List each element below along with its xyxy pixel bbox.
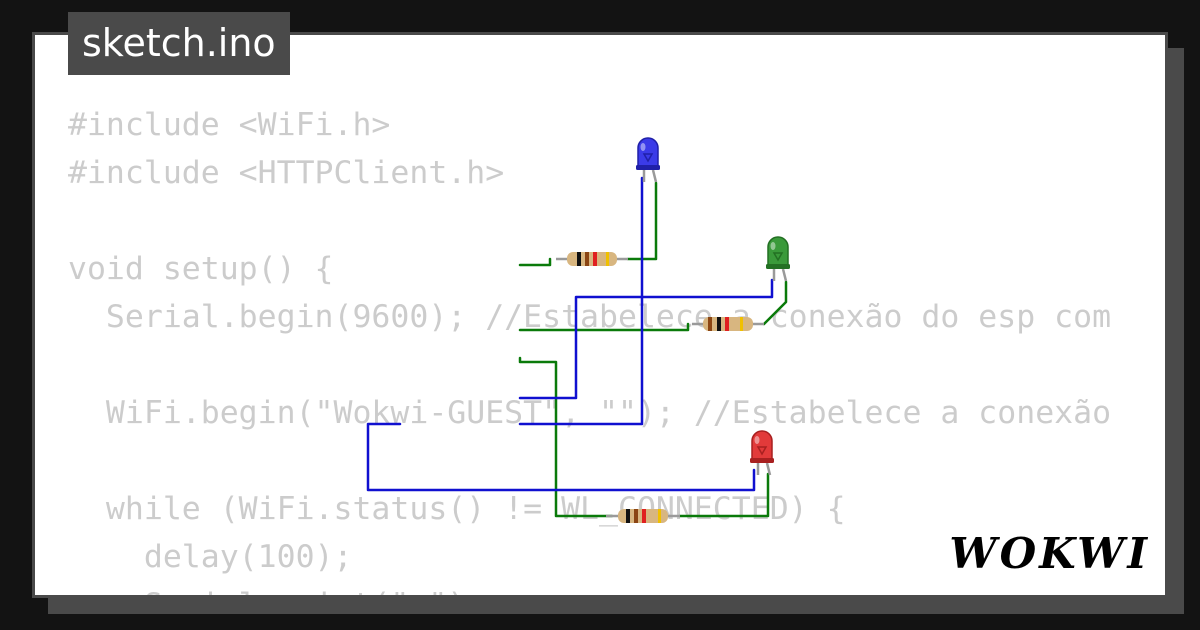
code-line: while (WiFi.status() != WL_CONNECTED) { — [68, 491, 846, 527]
code-line: #include <WiFi.h> — [68, 107, 391, 143]
code-line: #include <HTTPClient.h> — [68, 155, 505, 191]
led-blue — [636, 137, 660, 183]
resistor — [556, 252, 628, 266]
signal-wire — [518, 356, 614, 518]
led-red — [750, 430, 774, 476]
file-name-tab: sketch.ino — [68, 12, 290, 75]
code-editor: #include <WiFi.h> #include <HTTPClient.h>… — [68, 101, 1112, 595]
led-green — [766, 236, 790, 282]
ground-wire — [518, 176, 644, 426]
code-line: Serial.print("."); — [68, 581, 1111, 595]
signal-wire — [518, 257, 552, 267]
code-line: Serial.begin(9600); //Estabelece a conex… — [68, 299, 1112, 335]
code-line: void setup() { — [68, 251, 334, 287]
wokwi-logo: WOKWI — [949, 529, 1150, 578]
signal-wire — [518, 322, 690, 332]
signal-wire — [678, 472, 770, 518]
resistor — [692, 317, 764, 331]
signal-wire — [762, 280, 788, 326]
code-line: delay(100); — [68, 539, 353, 575]
ground-wire — [518, 278, 774, 400]
signal-wire — [626, 181, 658, 261]
ground-wire — [366, 422, 756, 492]
resistor — [606, 509, 680, 523]
code-card: #include <WiFi.h> #include <HTTPClient.h>… — [32, 32, 1168, 598]
